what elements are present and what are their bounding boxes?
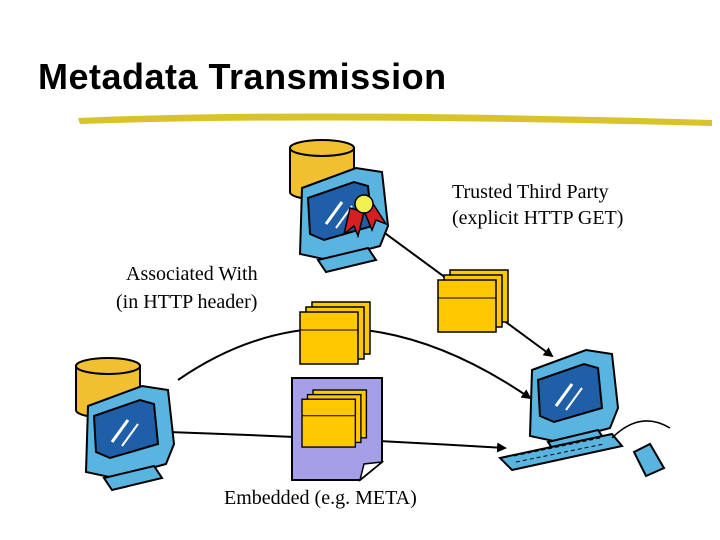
slide-title: Metadata Transmission — [38, 56, 447, 97]
client-computer-icon — [497, 348, 671, 478]
embedded-label: Embedded (e.g. META) — [224, 487, 417, 509]
origin-server-icon — [75, 357, 176, 492]
embedded-page-icon — [291, 377, 385, 483]
document-stack-header — [299, 301, 371, 365]
trusted-server-icon — [289, 139, 390, 274]
trusted-label-line1: Trusted Third Party — [452, 181, 609, 203]
award-ribbon-icon — [342, 194, 388, 239]
document-stack-trusted — [437, 269, 509, 333]
trusted-label-line2: (explicit HTTP GET) — [452, 207, 624, 229]
title-underline — [78, 113, 712, 126]
associated-label-line2: (in HTTP header) — [116, 291, 258, 313]
associated-label-line1: Associated With — [126, 263, 258, 285]
